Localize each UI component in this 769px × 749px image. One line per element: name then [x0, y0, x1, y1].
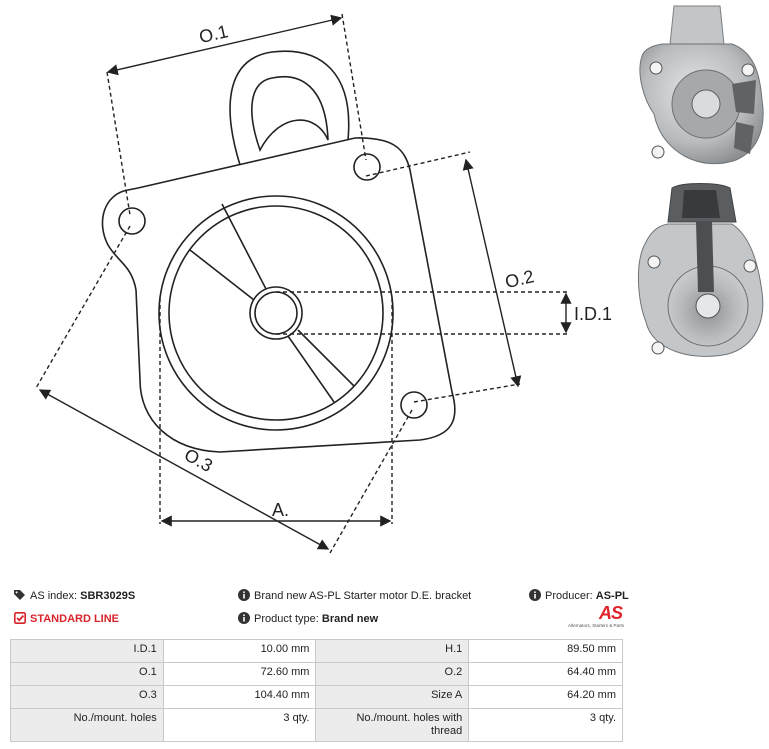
rib-upper: [189, 203, 267, 301]
top-ear-outer: [229, 50, 350, 166]
spec-value: 64.40 mm: [468, 662, 623, 686]
description-text: Brand new AS-PL Starter motor D.E. brack…: [254, 590, 472, 602]
as-index-value: SBR3029S: [80, 590, 136, 602]
label-o1: O.1: [197, 21, 230, 47]
as-index-label: AS index:: [30, 590, 78, 602]
tags-icon: [14, 590, 25, 600]
mount-hole-bottom-right: [400, 391, 428, 419]
spec-value: 3 qty.: [162, 708, 317, 742]
label-o2: O.2: [503, 266, 536, 292]
producer: Producer: AS-PL: [529, 589, 629, 603]
product-type-value: Brand new: [321, 613, 379, 625]
outer-bore: [158, 195, 394, 431]
spec-value: 3 qty.: [468, 708, 623, 742]
info-icon: [529, 589, 541, 601]
logo-tagline: Alternators, Starters & Parts: [567, 623, 624, 628]
spec-value: 89.50 mm: [468, 639, 623, 663]
info-icon: [238, 589, 250, 601]
spec-label: O.3: [10, 685, 164, 709]
bushing-outer: [249, 286, 303, 340]
producer-label: Producer:: [545, 590, 593, 602]
as-index: AS index: SBR3029S: [14, 589, 135, 603]
bracket-dimension-drawing: O.1 O.2 I.D.1 A. O.3: [35, 13, 612, 554]
product-type: Product type: Brand new: [238, 612, 378, 626]
logo-text: AS: [598, 603, 623, 623]
mount-hole-top-right: [353, 153, 381, 181]
spec-value: 64.20 mm: [468, 685, 623, 709]
description: Brand new AS-PL Starter motor D.E. brack…: [238, 589, 471, 603]
o2-dimension-line: [462, 158, 522, 388]
producer-value: AS-PL: [595, 590, 629, 602]
rib-lower: [287, 329, 355, 403]
spec-value: 104.40 mm: [162, 685, 317, 709]
spec-value: 10.00 mm: [162, 639, 317, 663]
spec-label: O.1: [10, 662, 164, 686]
bushing-inner: [254, 291, 298, 335]
spec-label: No./mount. holes with thread: [315, 708, 470, 742]
product-type-label: Product type:: [254, 613, 319, 625]
label-a: A.: [272, 500, 289, 520]
inner-bore: [168, 205, 384, 421]
spec-label: No./mount. holes: [10, 708, 164, 742]
info-icon: [238, 612, 250, 624]
spec-label: H.1: [315, 639, 470, 663]
product-photo-back: [638, 183, 764, 357]
spec-value: 72.60 mm: [162, 662, 317, 686]
top-ear-inner: [251, 76, 329, 152]
mount-hole-left: [118, 207, 146, 235]
spec-label: I.D.1: [10, 639, 164, 663]
as-pl-logo: AS Alternators, Starters & Parts: [562, 603, 624, 631]
o3-dimension-line: [38, 389, 330, 550]
standard-line-text: STANDARD LINE: [30, 613, 120, 625]
o1-dimension-line: [106, 14, 343, 76]
product-photo-front: [639, 5, 764, 165]
check-square-icon: [14, 612, 26, 624]
spec-label: O.2: [315, 662, 470, 686]
spec-label: Size A: [315, 685, 470, 709]
label-id1: I.D.1: [574, 304, 612, 324]
standard-line: STANDARD LINE: [14, 612, 119, 626]
bracket-outline: [101, 137, 456, 453]
